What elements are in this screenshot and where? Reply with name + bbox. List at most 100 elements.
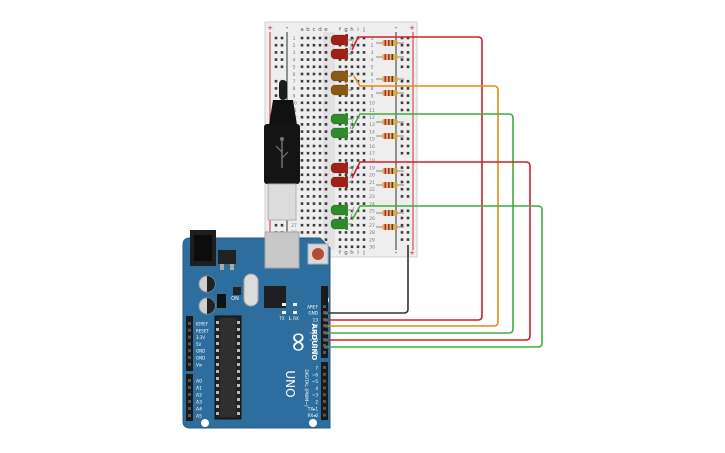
hole[interactable] [338,159,342,162]
digital-header-top[interactable] [321,286,328,358]
header-pin[interactable] [323,393,326,397]
rail-hole[interactable] [280,51,284,54]
hole[interactable] [312,144,316,148]
hole[interactable] [306,115,310,119]
rail-hole[interactable] [406,231,410,234]
hole[interactable] [324,173,328,177]
usb-strain-relief[interactable] [269,100,297,125]
hole[interactable] [344,151,348,155]
hole[interactable] [350,151,354,155]
hole[interactable] [312,166,316,169]
hole[interactable] [318,94,322,97]
hole[interactable] [362,137,366,141]
hole[interactable] [306,195,310,198]
usb-socket[interactable] [264,231,300,269]
hole[interactable] [350,65,354,69]
hole[interactable] [324,101,328,105]
hole[interactable] [312,187,316,191]
rail-hole[interactable] [280,36,284,40]
hole[interactable] [306,58,310,61]
hole[interactable] [324,231,328,234]
hole[interactable] [300,115,304,119]
hole[interactable] [300,108,304,112]
led[interactable] [330,218,352,230]
rail-hole[interactable] [400,137,404,141]
hole[interactable] [338,43,342,47]
hole[interactable] [300,202,304,205]
hole[interactable] [362,166,366,169]
hole[interactable] [312,216,316,220]
led[interactable] [330,127,352,139]
hole[interactable] [356,130,360,133]
usb-connector-metal[interactable] [267,183,297,221]
hole[interactable] [300,144,304,148]
rail-hole[interactable] [400,231,404,234]
hole[interactable] [312,123,316,126]
hole[interactable] [318,123,322,126]
header-pin[interactable] [188,342,191,346]
hole[interactable] [300,151,304,155]
hole[interactable] [338,58,342,61]
rail-hole[interactable] [406,108,410,112]
led-body[interactable] [330,48,348,60]
hole[interactable] [300,130,304,133]
hole[interactable] [318,87,322,90]
hole[interactable] [338,101,342,105]
rail-hole[interactable] [406,238,410,241]
hole[interactable] [362,151,366,155]
hole[interactable] [362,43,366,47]
hole[interactable] [356,238,360,241]
rail-hole[interactable] [406,87,410,90]
hole[interactable] [306,51,310,54]
hole[interactable] [312,173,316,177]
hole[interactable] [312,223,316,227]
hole[interactable] [338,202,342,205]
hole[interactable] [356,58,360,61]
rail-hole[interactable] [400,151,404,155]
hole[interactable] [318,108,322,112]
hole[interactable] [350,123,354,126]
hole[interactable] [318,180,322,184]
led-body[interactable] [330,204,348,216]
hole[interactable] [324,180,328,184]
rail-hole[interactable] [274,51,278,54]
hole[interactable] [362,123,366,126]
hole[interactable] [318,51,322,54]
hole[interactable] [362,223,366,227]
hole[interactable] [318,43,322,47]
hole[interactable] [350,36,354,40]
hole[interactable] [356,151,360,155]
resistor[interactable] [376,168,404,174]
hole[interactable] [350,202,354,205]
hole[interactable] [356,202,360,205]
resistor[interactable] [376,76,404,82]
rail-hole[interactable] [274,87,278,90]
jumper-wire[interactable] [326,36,483,321]
hole[interactable] [300,187,304,191]
hole[interactable] [318,202,322,205]
rail-hole[interactable] [406,173,410,177]
hole[interactable] [300,43,304,47]
rail-hole[interactable] [400,51,404,54]
led-body[interactable] [330,84,348,96]
hole[interactable] [356,195,360,198]
hole[interactable] [338,108,342,112]
hole[interactable] [306,43,310,47]
hole[interactable] [324,216,328,220]
hole[interactable] [318,166,322,169]
rail-hole[interactable] [406,101,410,105]
reset-button[interactable] [312,248,324,260]
rail-hole[interactable] [400,58,404,61]
hole[interactable] [338,94,342,97]
digital-header-bottom[interactable] [321,362,328,420]
hole[interactable] [362,231,366,234]
jumper-wire[interactable] [326,161,531,341]
hole[interactable] [362,130,366,133]
hole[interactable] [362,195,366,198]
hole[interactable] [312,159,316,162]
hole[interactable] [324,166,328,169]
hole[interactable] [306,123,310,126]
header-pin[interactable] [323,351,326,354]
rail-hole[interactable] [400,209,404,213]
